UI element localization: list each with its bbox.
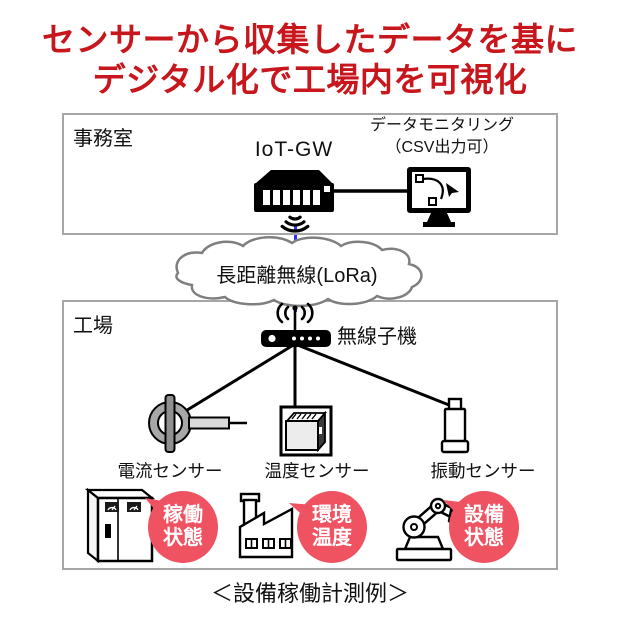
callout2-line2: 温度 [312, 527, 352, 549]
monitor-caption: データモニタリング （CSV出力可） [357, 115, 527, 158]
lora-cloud-label: 長距離無線(LoRa) [216, 265, 378, 287]
callout3-line1: 設備 [464, 504, 504, 526]
callout1-line1: 稼働 [163, 504, 203, 526]
callout-equipment-status-text: 設備 状態 [448, 504, 520, 550]
page-title-line2: デジタル化で工場内を可視化 [92, 61, 528, 99]
callout-ambient-temperature-text: 環境 温度 [296, 504, 368, 550]
callout3-line2: 状態 [464, 527, 504, 549]
callout1-line2: 状態 [163, 527, 203, 549]
monitor-caption-line1: データモニタリング [369, 117, 514, 134]
callout2-line1: 環境 [312, 504, 352, 526]
bottom-caption: ＜設備稼働計測例＞ [210, 581, 409, 606]
page-title: センサーから収集したデータを基に デジタル化で工場内を可視化 [0, 20, 620, 101]
vibration-sensor-label: 振動センサー [430, 461, 536, 481]
page-title-line1: センサーから収集したデータを基に [42, 21, 578, 58]
temperature-sensor-label: 温度センサー [264, 461, 370, 481]
current-sensor-label: 電流センサー [117, 461, 223, 481]
iot-gateway-label: IoT-GW [254, 138, 334, 161]
monitor-caption-line2: （CSV出力可） [385, 138, 499, 156]
callout-operation-status-text: 稼働 状態 [147, 504, 219, 550]
wireless-receiver-label: 無線子機 [337, 326, 417, 348]
office-box-label: 事務室 [73, 128, 133, 150]
factory-box-label: 工場 [73, 315, 113, 337]
